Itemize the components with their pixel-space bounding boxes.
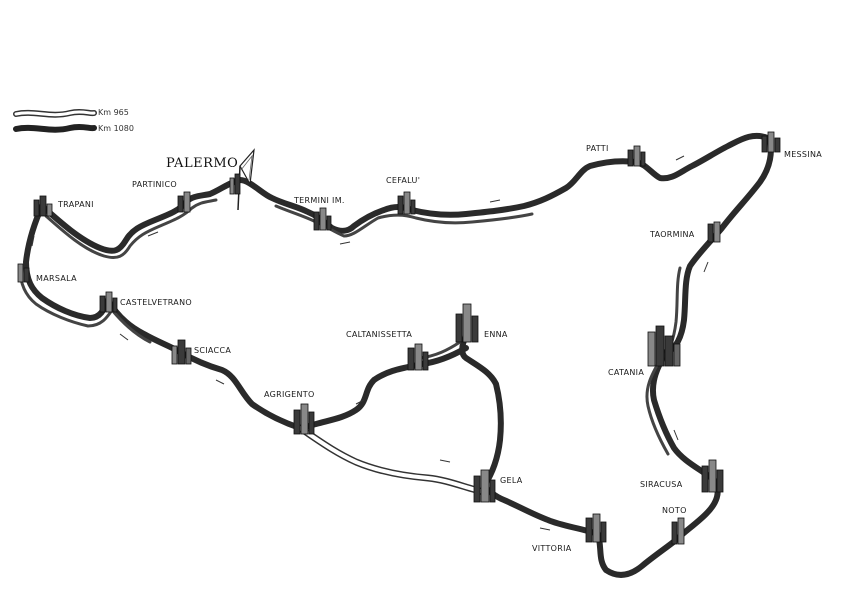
town-icon-catania — [647, 325, 681, 367]
town-icon-enna — [455, 303, 479, 343]
legend-swatches — [13, 108, 97, 133]
town-label-trapani: TRAPANI — [58, 200, 94, 209]
town-icon-partinico — [177, 191, 191, 213]
legend-dark-route-swatch — [13, 123, 97, 133]
town-label-patti: PATTI — [586, 144, 609, 153]
town-icon-termini — [313, 207, 332, 231]
town-icon-messina — [761, 131, 781, 153]
town-label-cefalu: CEFALU' — [386, 176, 421, 185]
town-label-agrigento: AGRIGENTO — [264, 390, 315, 399]
town-label-caltanissetta: CALTANISSETTA — [346, 330, 413, 339]
town-label-termini: TERMINI IM. — [294, 196, 345, 205]
town-label-vittoria: VITTORIA — [532, 544, 572, 553]
town-icon-noto — [671, 517, 685, 545]
town-label-enna: ENNA — [484, 330, 508, 339]
town-icon-vittoria — [585, 513, 607, 543]
route-light — [18, 198, 682, 496]
town-icon-taormina — [707, 221, 721, 243]
town-label-palermo: PALERMO — [166, 156, 239, 171]
town-icon-siracusa — [701, 459, 724, 493]
town-label-messina: MESSINA — [784, 150, 823, 159]
town-label-marsala: MARSALA — [36, 274, 77, 283]
town-icon-trapani — [33, 195, 53, 217]
town-label-sciacca: SCIACCA — [194, 346, 232, 355]
town-icon-gela — [473, 469, 496, 503]
town-label-siracusa: SIRACUSA — [640, 480, 683, 489]
town-icon-cefalu — [397, 191, 416, 215]
legend-label-light-route: Km 965 — [98, 108, 129, 117]
town-icon-marsala — [17, 263, 30, 283]
town-label-castelvetrano: CASTELVETRANO — [120, 298, 192, 307]
town-label-catania: CATANIA — [608, 368, 645, 377]
town-icon-patti — [627, 145, 646, 167]
town-label-noto: NOTO — [662, 506, 687, 515]
town-label-partinico: PARTINICO — [132, 180, 177, 189]
town-icon-agrigento — [293, 403, 315, 435]
legend-label-dark-route: Km 1080 — [98, 124, 134, 133]
town-icon-castelvetrano — [99, 291, 118, 313]
direction-arrows — [31, 155, 709, 531]
town-icon-caltanissetta — [407, 343, 429, 371]
town-icons — [17, 131, 781, 545]
town-label-taormina: TAORMINA — [650, 230, 695, 239]
town-label-gela: GELA — [500, 476, 523, 485]
town-icon-palermo — [229, 173, 241, 195]
town-icon-sciacca — [171, 339, 192, 365]
